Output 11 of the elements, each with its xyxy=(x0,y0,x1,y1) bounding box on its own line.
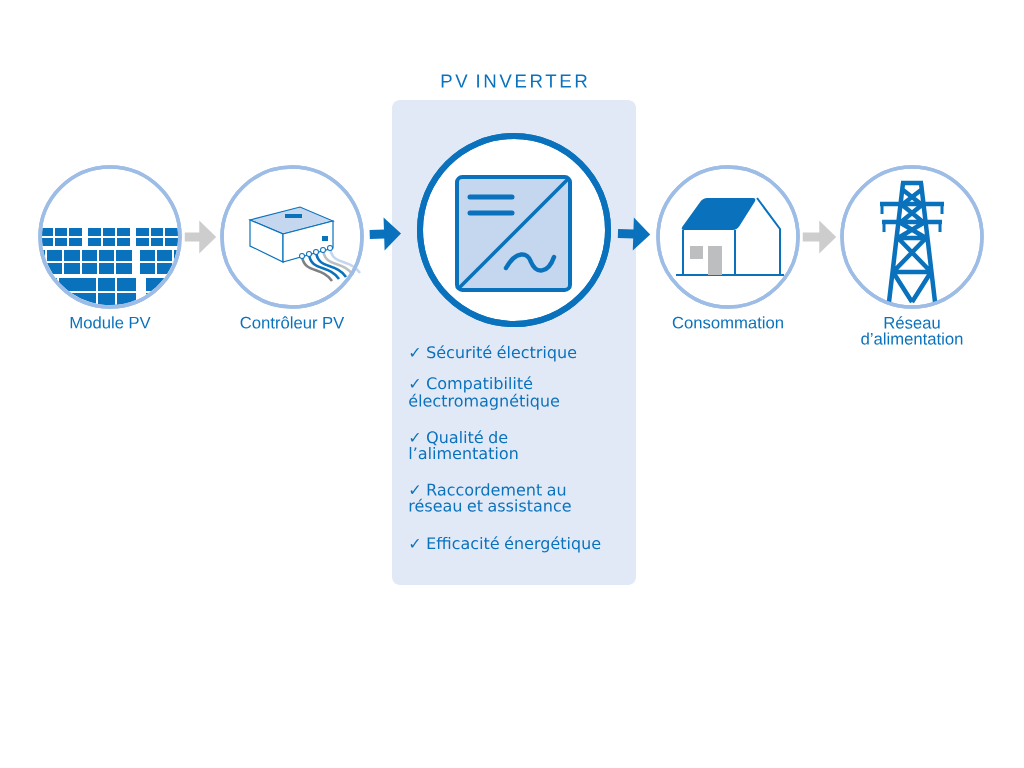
checklist-item: ✓ Compatibilité électromagnétique xyxy=(409,376,560,410)
checklist-item: ✓ Sécurité électrique xyxy=(410,345,577,362)
node-label: Module PV xyxy=(70,316,151,329)
panel-heading: PV INVERTER xyxy=(441,74,587,88)
node-label: Réseau d’alimentation xyxy=(861,316,963,345)
icon-circle xyxy=(417,133,611,327)
checklist-item: ✓ Qualité de l’alimentation xyxy=(409,430,518,460)
checklist-item: ✓ Raccordement au réseau et assistance xyxy=(409,483,571,512)
node-label: Consommation xyxy=(672,316,783,329)
checklist-item: ✓ Efficacité énergétique xyxy=(410,536,601,553)
node-label: Contrôleur PV xyxy=(240,316,345,329)
